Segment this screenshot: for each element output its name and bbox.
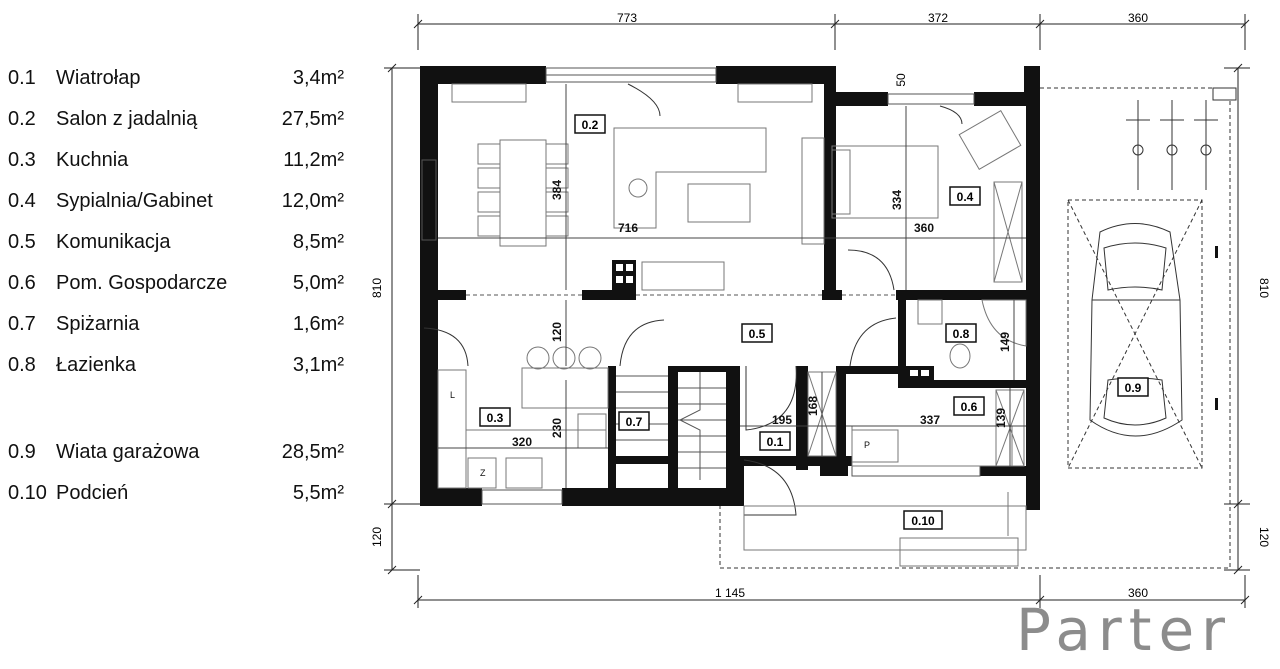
svg-text:L: L — [450, 390, 455, 400]
dim-right-porch: 120 — [1257, 527, 1271, 547]
dim-right-total: 810 — [1257, 278, 1271, 298]
svg-text:230: 230 — [550, 418, 564, 438]
carport-post — [1212, 87, 1237, 101]
dimension-lines — [384, 14, 1250, 608]
room-tag-0.4: 0.4 — [957, 190, 974, 204]
room-tag-0.7: 0.7 — [626, 415, 643, 429]
floor-title: Parter — [1015, 596, 1232, 664]
carport-outline — [719, 87, 1231, 569]
svg-text:149: 149 — [998, 332, 1012, 352]
room-tag-0.6: 0.6 — [961, 400, 978, 414]
svg-text:716: 716 — [618, 221, 638, 235]
svg-text:337: 337 — [920, 413, 940, 427]
carport-post — [1215, 246, 1218, 258]
room-tag-0.1: 0.1 — [767, 435, 784, 449]
car-icon — [1089, 223, 1183, 437]
inner-dimension-labels: 716 384 360 334 120 320 230 195 168 337 … — [512, 180, 1012, 449]
bicycle-icon — [1126, 100, 1218, 190]
svg-text:320: 320 — [512, 435, 532, 449]
dim-bottom-a: 1 145 — [715, 586, 745, 600]
dim-opening-top: 50 — [894, 73, 908, 87]
walls — [420, 66, 1040, 510]
dim-top-c: 360 — [1128, 11, 1148, 25]
svg-text:334: 334 — [890, 190, 904, 210]
dim-bottom-b: 360 — [1128, 586, 1148, 600]
room-tag-0.3: 0.3 — [487, 411, 504, 425]
room-tag-0.2: 0.2 — [582, 118, 599, 132]
room-tags: 0.2 0.4 0.5 0.8 0.3 0.7 0.6 0.1 0.9 0.10 — [479, 114, 1149, 530]
staircase — [616, 372, 726, 480]
inner-dimension-lines — [438, 84, 1026, 488]
dim-left-total: 810 — [370, 278, 384, 298]
svg-text:120: 120 — [550, 322, 564, 342]
svg-text:139: 139 — [994, 408, 1008, 428]
dim-left-porch: 120 — [370, 527, 384, 547]
carport-post — [1215, 398, 1218, 410]
dim-top-a: 773 — [617, 11, 637, 25]
fixture-labels: Z P L — [450, 390, 870, 478]
svg-text:P: P — [864, 440, 870, 450]
chimney — [612, 260, 934, 388]
room-tag-0.10: 0.10 — [911, 514, 935, 528]
svg-text:195: 195 — [772, 413, 792, 427]
room-tag-0.8: 0.8 — [953, 327, 970, 341]
svg-text:384: 384 — [550, 180, 564, 200]
windows — [421, 67, 981, 505]
svg-text:168: 168 — [806, 396, 820, 416]
svg-text:Z: Z — [480, 468, 486, 478]
dim-top-b: 372 — [928, 11, 948, 25]
door-swings — [423, 83, 963, 516]
svg-text:360: 360 — [914, 221, 934, 235]
room-tag-0.5: 0.5 — [749, 327, 766, 341]
room-tag-0.9: 0.9 — [1125, 381, 1142, 395]
